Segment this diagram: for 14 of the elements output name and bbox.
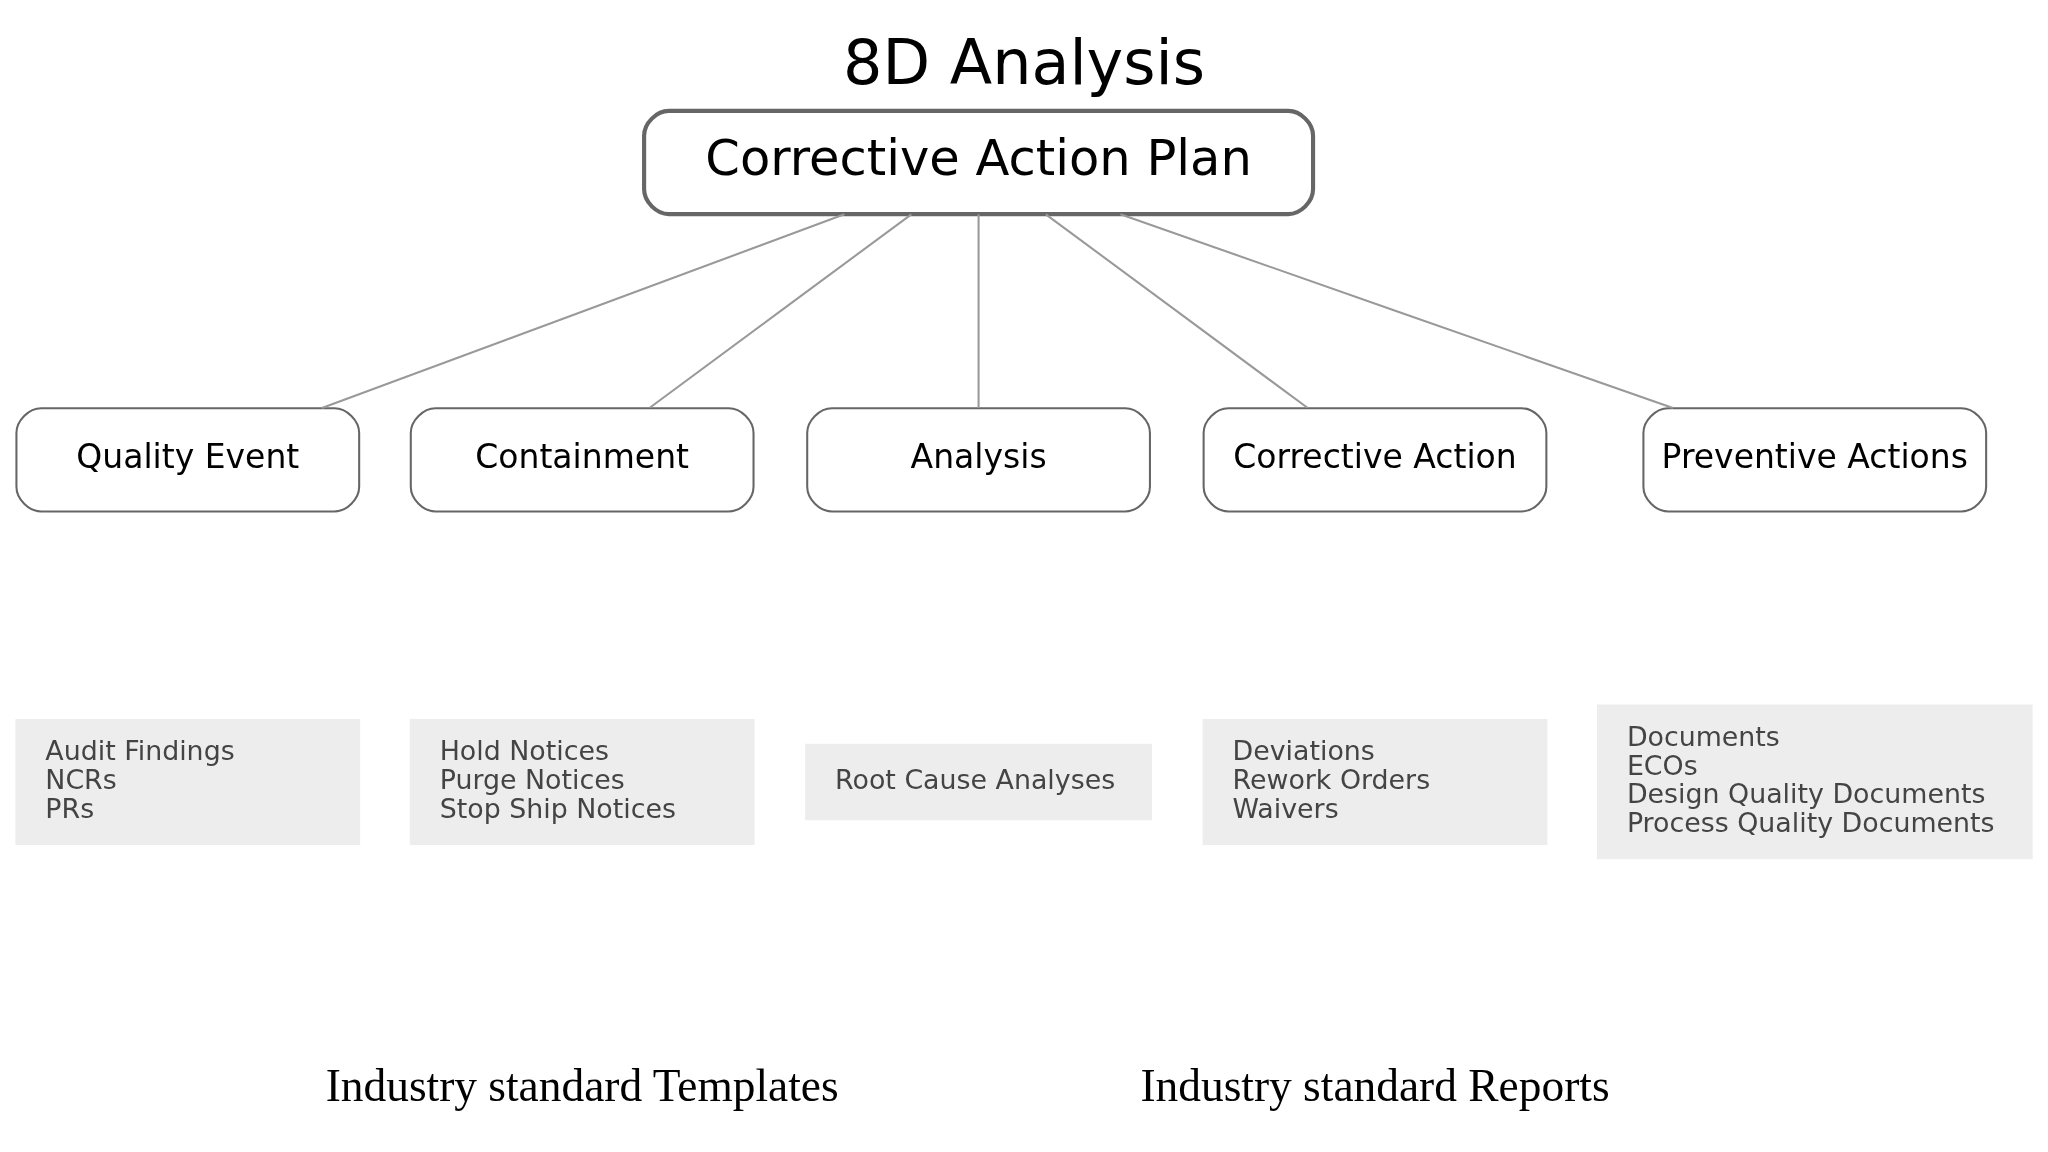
node-box: Corrective Action Plan (642, 108, 1316, 216)
node-box: Analysis (806, 406, 1151, 512)
node-box: Preventive Actions (1642, 406, 1988, 512)
connector (1045, 213, 1309, 409)
connector (649, 213, 912, 409)
diagram-title: 8D Analysis (843, 26, 1205, 99)
node-box: Corrective Action (1202, 406, 1548, 512)
connector (1120, 212, 1674, 409)
label: Industry standard Templates (325, 1060, 839, 1111)
connector (321, 212, 845, 409)
connector (977, 213, 980, 408)
label: Industry standard Reports (1140, 1060, 1610, 1111)
node-box: Containment (409, 406, 755, 512)
node-box: Quality Event (15, 406, 361, 512)
